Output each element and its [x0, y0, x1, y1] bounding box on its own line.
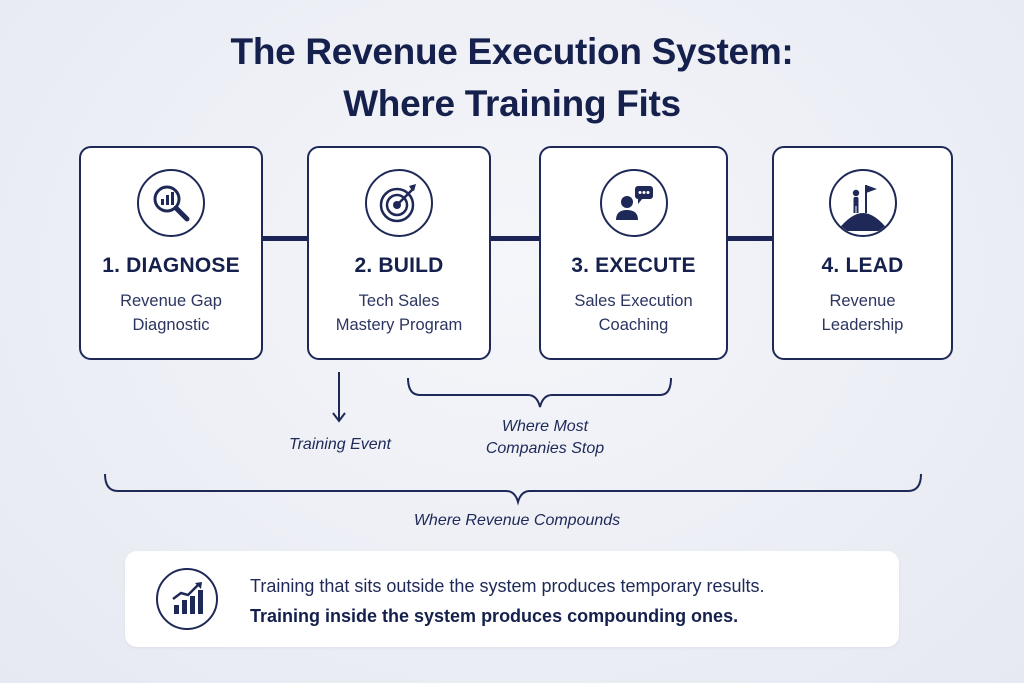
target-icon — [365, 169, 433, 237]
step-subtitle: Tech Sales Mastery Program — [335, 292, 463, 334]
step-title: 3. EXECUTE — [571, 254, 696, 277]
step-subtitle: Revenue Gap Diagnostic — [120, 292, 222, 334]
callout-line-2: Training inside the system produces comp… — [250, 606, 739, 626]
callout-line-1: Training that sits outside the system pr… — [250, 576, 765, 596]
page-title: The Revenue Execution System: Where Trai… — [0, 26, 1024, 130]
step-card-diagnose: 1. DIAGNOSE Revenue Gap Diagnostic — [79, 146, 263, 360]
step-title: 4. LEAD — [821, 254, 904, 277]
connector-1-2 — [262, 236, 308, 241]
title-line-1: The Revenue Execution System: — [230, 31, 794, 72]
bracket-where-revenue-compounds — [104, 473, 922, 506]
annotation-training-event: Training Event — [289, 436, 391, 453]
step-card-build: 2. BUILD Tech Sales Mastery Program — [307, 146, 491, 360]
connector-2-3 — [490, 236, 540, 241]
step-title: 1. DIAGNOSE — [102, 254, 240, 277]
growth-chart-icon — [156, 568, 218, 630]
magnifier-chart-icon — [137, 169, 205, 237]
annotation-where-revenue: Where Revenue Compounds — [413, 512, 621, 529]
title-line-2: Where Training Fits — [343, 83, 681, 124]
summit-flag-icon — [828, 169, 897, 237]
summary-callout: Training that sits outside the system pr… — [125, 551, 899, 647]
step-subtitle: Sales Execution Coaching — [574, 292, 693, 334]
step-card-lead: 4. LEAD Revenue Leadership — [772, 146, 953, 360]
annotation-where-most-stop: Where Most Companies Stop — [485, 418, 605, 457]
connector-3-4 — [727, 236, 773, 241]
person-chat-icon — [599, 169, 668, 237]
bracket-where-most-stop — [407, 377, 672, 408]
step-subtitle: Revenue Leadership — [821, 292, 904, 334]
down-arrow-icon — [332, 372, 346, 423]
step-card-execute: 3. EXECUTE Sales Execution Coaching — [539, 146, 728, 360]
step-title: 2. BUILD — [354, 254, 444, 277]
